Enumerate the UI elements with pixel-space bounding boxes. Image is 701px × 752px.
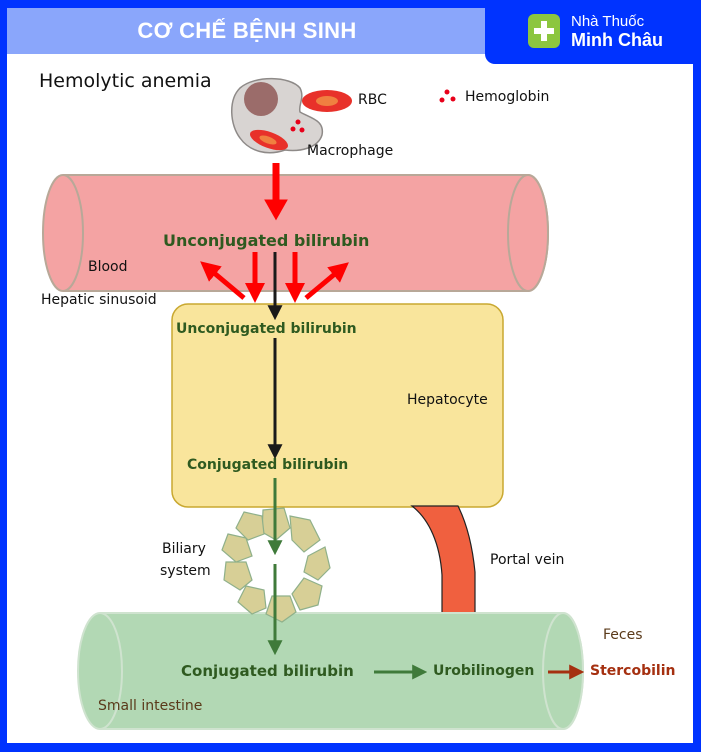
diagram-canvas: CƠ CHẾ BỆNH SINH Nhà Thuốc Minh Châu: [7, 8, 693, 743]
brand-name-line1: Nhà Thuốc: [571, 13, 645, 30]
hemoglobin-icon: [439, 89, 456, 103]
biliary-label-1: Biliary: [162, 541, 206, 557]
biliary-label-2: system: [160, 563, 211, 579]
hepatocyte-output-label: Conjugated bilirubin: [187, 457, 349, 473]
blood-label: Blood: [88, 259, 128, 275]
hepatocyte-cell: [171, 303, 504, 508]
arrow-efflux-right: [304, 262, 349, 300]
hepatocyte-input-label: Unconjugated bilirubin: [176, 321, 357, 337]
blood-vessel: [42, 174, 549, 292]
stercobilin-label: Stercobilin: [590, 663, 676, 679]
hepatic-sinusoid-label: Hepatic sinusoid: [41, 292, 157, 308]
macrophage-label: Macrophage: [307, 143, 394, 159]
portal-vein-label: Portal vein: [490, 552, 565, 568]
urobilinogen-label: Urobilinogen: [433, 663, 535, 679]
pathophysiology-diagram: [42, 77, 585, 730]
plus-cross-icon: [528, 14, 560, 48]
page-title: CƠ CHẾ BỆNH SINH: [137, 18, 357, 43]
rbc-label: RBC: [358, 92, 387, 108]
hepatocyte-label: Hepatocyte: [407, 392, 488, 408]
diagram-title: Hemolytic anemia: [39, 70, 212, 92]
small-intestine-label: Small intestine: [98, 698, 203, 714]
hemoglobin-label: Hemoglobin: [465, 89, 550, 105]
biliary-duct: [221, 507, 331, 623]
brand-name-line2: Minh Châu: [571, 30, 663, 50]
feces-label: Feces: [603, 627, 643, 643]
rbc-icon: [302, 90, 352, 112]
macrophage-cell: [231, 77, 324, 154]
portal-vein: [410, 505, 476, 617]
intestine-bilirubin-label: Conjugated bilirubin: [181, 662, 354, 680]
blood-bilirubin-label: Unconjugated bilirubin: [163, 231, 370, 250]
brand-logo[interactable]: Nhà Thuốc Minh Châu: [485, 8, 693, 64]
arrow-efflux-left: [200, 261, 246, 300]
